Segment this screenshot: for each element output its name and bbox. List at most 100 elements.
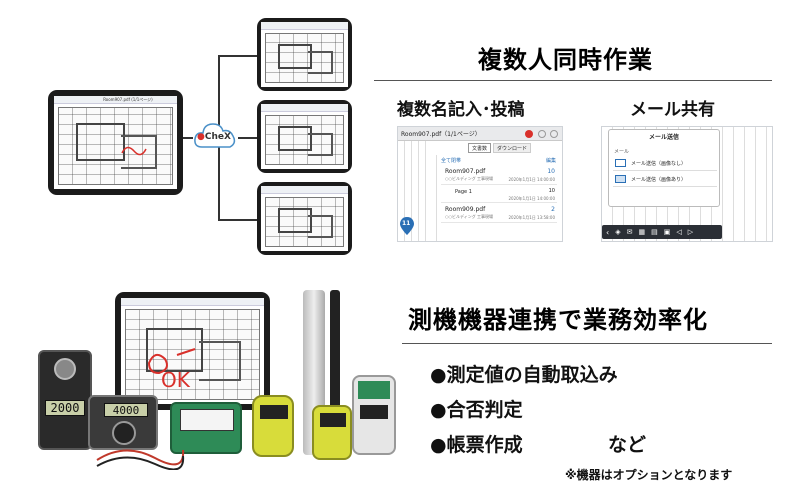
- doc-window-bar: Room907.pdf（1/1ページ）: [398, 127, 562, 141]
- chex-logo-text: CheX: [204, 132, 231, 142]
- mail-option-label: メール送信（画像なし）: [631, 161, 687, 167]
- lux-meter-display: 2000: [45, 400, 85, 416]
- hygrometer-display: [360, 405, 388, 419]
- small-tablet-2-plan: [265, 115, 344, 165]
- mail-option-label: メール送信（画像あり）: [631, 177, 687, 183]
- close-icon[interactable]: [550, 130, 558, 138]
- doc-row-count: 10: [548, 188, 555, 194]
- sound-meter: [312, 405, 352, 460]
- small-tablet-3-screen: [261, 186, 348, 251]
- mail-icon[interactable]: ✉: [626, 228, 633, 236]
- doc-row-date: 2020年1月1日 14:00:00: [508, 196, 555, 201]
- doc-list: 全て閉帯 編集 Room907.pdf ○○ビルディング 工事現場 10 202…: [436, 155, 560, 241]
- chex-logo: ●CheX: [197, 132, 231, 142]
- tab-download[interactable]: ダウンロード: [493, 143, 532, 153]
- doc-row-1[interactable]: Room907.pdf ○○ビルディング 工事現場 10 2020年1月1日 1…: [441, 167, 557, 185]
- lux-meter-sensor: [54, 358, 76, 380]
- section1-title: 複数人同時作業: [478, 46, 653, 74]
- mail-section-label: メール: [614, 149, 630, 155]
- small-tablet-1-toolbar: [261, 22, 348, 30]
- back-icon[interactable]: ‹: [606, 227, 610, 237]
- small-tablet-3: [257, 182, 352, 255]
- next-icon[interactable]: ▷: [687, 228, 694, 236]
- tab-files[interactable]: 文書数: [468, 143, 492, 153]
- mail-option-with-image[interactable]: メール送信（画像あり）: [613, 173, 717, 187]
- hygrometer-top: [358, 381, 390, 399]
- doc-row-date: 2020年1月1日 13:58:00: [508, 215, 555, 220]
- doc-tabs: 文書数 ダウンロード: [468, 143, 532, 153]
- grid-icon[interactable]: ▦: [638, 228, 646, 236]
- doc-row-name: Room909.pdf: [445, 206, 486, 213]
- bullet-etc: など: [608, 434, 647, 456]
- probe-cable-icon: [96, 449, 185, 470]
- bullet-report: ●帳票作成: [430, 434, 523, 456]
- section1-subtitle-left: 複数名記入･投稿: [397, 100, 525, 120]
- chex-cloud-icon: [194, 123, 236, 148]
- doc-row-count: 10: [547, 168, 555, 175]
- ok-annotation: OK: [161, 368, 190, 392]
- bottom-floor-plan: [125, 309, 260, 400]
- small-tablet-1-plan: [265, 33, 344, 83]
- layers-icon[interactable]: ◈: [615, 228, 621, 236]
- record-icon[interactable]: [525, 130, 533, 138]
- floor-plan: [58, 107, 173, 185]
- sound-meter-display: [320, 413, 346, 427]
- analog-gauge: [180, 409, 234, 431]
- pin-number: 11: [402, 220, 411, 227]
- location-pin[interactable]: 11: [400, 217, 414, 235]
- connector-mid: [238, 137, 258, 139]
- tablet-toolbar: Room907.pdf (1/1ページ): [54, 96, 177, 104]
- yellow-meter: [252, 395, 294, 457]
- doc-window-title: Room907.pdf（1/1ページ）: [401, 131, 481, 138]
- close-all-link[interactable]: 全て閉帯: [441, 158, 462, 164]
- section1-divider: [374, 80, 772, 81]
- camera-icon[interactable]: ▣: [663, 228, 671, 236]
- bottom-tablet-screen: OK: [121, 298, 264, 404]
- doc-row-name: Room907.pdf: [445, 168, 486, 175]
- edit-link[interactable]: 編集: [545, 158, 556, 164]
- red-ok-markup-icon: [147, 348, 196, 375]
- bottom-tablet: OK: [115, 292, 270, 410]
- small-tablet-3-toolbar: [261, 186, 348, 194]
- mail-toolbar: ‹ ◈ ✉ ▦ ▤ ▣ ◁ ▷: [602, 225, 722, 239]
- main-tablet-screen: Room907.pdf (1/1ページ): [54, 96, 177, 189]
- multimeter: 4000: [88, 395, 158, 450]
- small-tablet-1-screen: [261, 22, 348, 87]
- envelope-icon: [615, 159, 626, 167]
- bullet-pass-fail: ●合否判定: [430, 399, 523, 421]
- prev-icon[interactable]: ◁: [676, 228, 682, 236]
- section1-subtitle-right: メール共有: [630, 100, 715, 120]
- bottom-tablet-toolbar: [121, 298, 264, 306]
- connector-top: [218, 55, 258, 57]
- main-tablet: Room907.pdf (1/1ページ): [48, 90, 183, 195]
- small-tablet-2-toolbar: [261, 104, 348, 112]
- image-envelope-icon: [615, 175, 626, 183]
- connector-main: [183, 137, 193, 139]
- option-note: ※機器はオプションとなります: [565, 468, 733, 482]
- mail-popup-header: メール送信: [648, 134, 679, 141]
- small-tablet-1: [257, 18, 352, 91]
- doc-row-name: Page 1: [455, 189, 472, 195]
- tablet-title: Room907.pdf (1/1ページ): [103, 97, 153, 102]
- mail-share-panel: メール送信 メール メール送信（画像なし） メール送信（画像あり） ‹ ◈ ✉ …: [601, 126, 773, 242]
- multimeter-display: 4000: [104, 403, 148, 417]
- pin-icon: [400, 217, 414, 235]
- connector-bottom: [218, 219, 258, 221]
- option-icon[interactable]: [538, 130, 546, 138]
- mail-option-no-image[interactable]: メール送信（画像なし）: [613, 157, 717, 171]
- doc-row-date: 2020年1月1日 14:00:00: [508, 177, 555, 182]
- section2-divider: [402, 343, 772, 344]
- document-list-panel: Room907.pdf（1/1ページ） 文書数 ダウンロード 全て閉帯 編集 R…: [397, 126, 563, 242]
- doc-row-2[interactable]: Page 1 10 2020年1月1日 14:00:00: [441, 187, 557, 203]
- hygrometer: [352, 375, 396, 455]
- trash-icon[interactable]: ▤: [651, 228, 658, 236]
- yellow-meter-display: [260, 405, 288, 419]
- lux-meter: 2000: [38, 350, 92, 450]
- doc-row-sub: ○○ビルディング 工事現場: [445, 214, 493, 219]
- multimeter-dial: [112, 421, 136, 445]
- doc-row-count: 2: [551, 206, 555, 213]
- doc-row-3[interactable]: Room909.pdf ○○ビルディング 工事現場 2 2020年1月1日 13…: [441, 205, 557, 223]
- small-tablet-2-screen: [261, 104, 348, 169]
- red-markup-icon: [121, 146, 147, 156]
- bullet-auto-import: ●測定値の自動取込み: [430, 364, 618, 386]
